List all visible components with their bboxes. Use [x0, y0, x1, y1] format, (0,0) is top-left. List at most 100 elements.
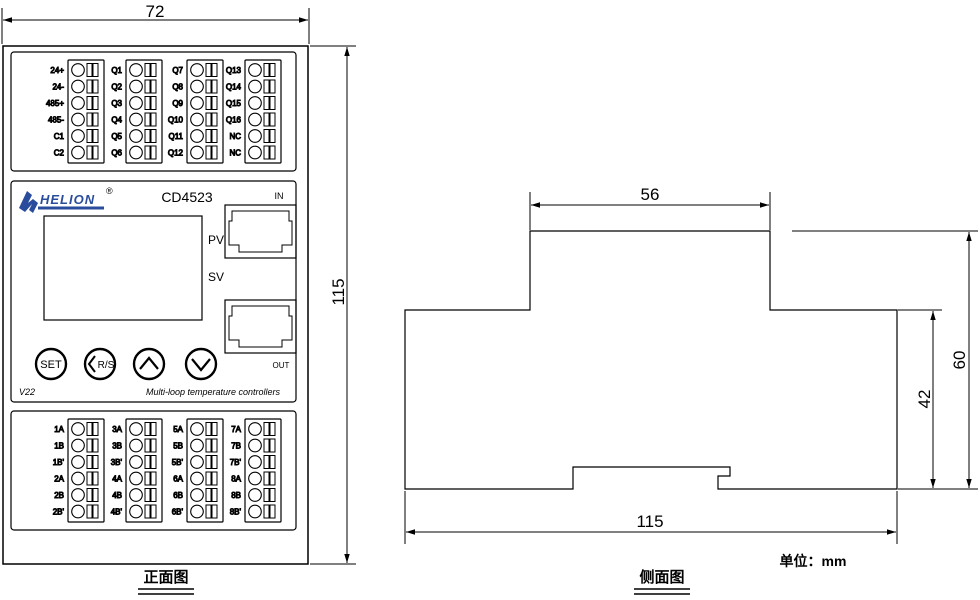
- terminal-slot: [144, 63, 151, 77]
- terminal-screw[interactable]: [248, 422, 262, 436]
- terminal-screw[interactable]: [129, 63, 143, 77]
- down-arrow-button[interactable]: [184, 347, 218, 381]
- terminal-screw[interactable]: [71, 504, 85, 519]
- version-label: V22: [19, 387, 35, 397]
- terminal-screw[interactable]: [190, 145, 204, 160]
- terminal-screw[interactable]: [190, 471, 204, 486]
- rj45-in-port[interactable]: [224, 204, 297, 259]
- terminal-screw[interactable]: [248, 145, 262, 160]
- terminal-slot: [150, 422, 157, 436]
- terminal-slot: [263, 471, 270, 486]
- terminal-screw[interactable]: [190, 455, 204, 469]
- chevron-up-icon: [139, 356, 159, 370]
- terminal-slot: [205, 471, 212, 486]
- terminal-slot: [86, 96, 93, 110]
- terminal-screw[interactable]: [71, 79, 85, 94]
- terminal-label: 8B: [231, 491, 241, 500]
- terminal-screw[interactable]: [71, 145, 85, 160]
- terminal-slot: [150, 488, 157, 502]
- terminal-screw[interactable]: [190, 96, 204, 110]
- terminal-screw[interactable]: [190, 504, 204, 519]
- terminal-slot: [269, 112, 276, 127]
- terminal-screw[interactable]: [190, 112, 204, 127]
- terminal-screw[interactable]: [129, 145, 143, 160]
- terminal-screw[interactable]: [71, 422, 85, 436]
- terminal-screw[interactable]: [129, 96, 143, 110]
- terminal-screw[interactable]: [248, 471, 262, 486]
- terminal-screw[interactable]: [129, 129, 143, 143]
- rj45-out-port[interactable]: [224, 299, 297, 354]
- terminal-label: 4A: [112, 475, 122, 484]
- set-button[interactable]: SET: [34, 347, 68, 381]
- terminal-screw[interactable]: [129, 488, 143, 502]
- terminal-slot: [144, 129, 151, 143]
- terminal-screw[interactable]: [71, 438, 85, 453]
- terminal-label: 1A: [54, 425, 64, 434]
- terminal-label: Q12: [168, 149, 184, 158]
- terminal-slot: [92, 455, 99, 469]
- terminal-screw[interactable]: [248, 455, 262, 469]
- terminal-screw[interactable]: [71, 63, 85, 77]
- terminal-screw[interactable]: [129, 422, 143, 436]
- terminal-screw[interactable]: [190, 422, 204, 436]
- terminal-slot: [205, 422, 212, 436]
- terminal-screw[interactable]: [190, 438, 204, 453]
- terminal-screw[interactable]: [190, 79, 204, 94]
- terminal-slot: [263, 488, 270, 502]
- terminal-slot: [150, 455, 157, 469]
- terminal-screw[interactable]: [248, 96, 262, 110]
- terminal-slot: [144, 455, 151, 469]
- terminal-slot: [150, 129, 157, 143]
- terminal-slot: [150, 63, 157, 77]
- up-arrow-button[interactable]: [132, 347, 166, 381]
- terminal-slot: [269, 422, 276, 436]
- terminal-screw[interactable]: [129, 455, 143, 469]
- port-out-label: OUT: [273, 361, 290, 370]
- terminal-screw[interactable]: [129, 471, 143, 486]
- terminal-label: 485+: [46, 99, 64, 108]
- dim-height-label: 115: [329, 278, 348, 305]
- terminal-screw[interactable]: [190, 129, 204, 143]
- terminal-screw[interactable]: [248, 112, 262, 127]
- terminal-screw[interactable]: [129, 504, 143, 519]
- terminal-slot: [205, 112, 212, 127]
- terminal-screw[interactable]: [71, 471, 85, 486]
- terminal-screw[interactable]: [71, 129, 85, 143]
- terminal-label: 3A: [112, 425, 122, 434]
- terminal-screw[interactable]: [71, 488, 85, 502]
- terminal-label: 2B': [53, 508, 65, 517]
- helion-logo-icon: [19, 191, 104, 213]
- terminal-screw[interactable]: [71, 112, 85, 127]
- terminal-slot: [92, 504, 99, 519]
- terminal-screw[interactable]: [248, 504, 262, 519]
- terminal-block: [67, 59, 105, 164]
- terminal-slot: [86, 455, 93, 469]
- terminal-block: [67, 418, 105, 523]
- terminal-screw[interactable]: [190, 63, 204, 77]
- terminal-slot: [92, 79, 99, 94]
- terminal-label: 1B: [54, 442, 64, 451]
- terminal-slot: [150, 79, 157, 94]
- terminal-label: 4B: [112, 491, 122, 500]
- terminal-screw[interactable]: [129, 438, 143, 453]
- terminal-label: C2: [54, 149, 65, 158]
- brand-name: HELION: [40, 192, 95, 207]
- front-view-caption: 正面图: [143, 569, 188, 586]
- run-stop-button[interactable]: R/S: [83, 347, 117, 381]
- terminal-screw[interactable]: [71, 455, 85, 469]
- terminal-screw[interactable]: [248, 79, 262, 94]
- terminal-screw[interactable]: [248, 488, 262, 502]
- terminal-screw[interactable]: [129, 79, 143, 94]
- terminal-screw[interactable]: [190, 488, 204, 502]
- tagline: Multi-loop temperature controllers: [146, 387, 281, 397]
- terminal-slot: [86, 438, 93, 453]
- terminal-screw[interactable]: [248, 129, 262, 143]
- terminal-screw[interactable]: [71, 96, 85, 110]
- terminal-label: Q1: [111, 66, 122, 75]
- terminal-label: Q10: [168, 116, 184, 125]
- terminal-slot: [205, 438, 212, 453]
- terminal-screw[interactable]: [129, 112, 143, 127]
- terminal-screw[interactable]: [248, 438, 262, 453]
- terminal-screw[interactable]: [248, 63, 262, 77]
